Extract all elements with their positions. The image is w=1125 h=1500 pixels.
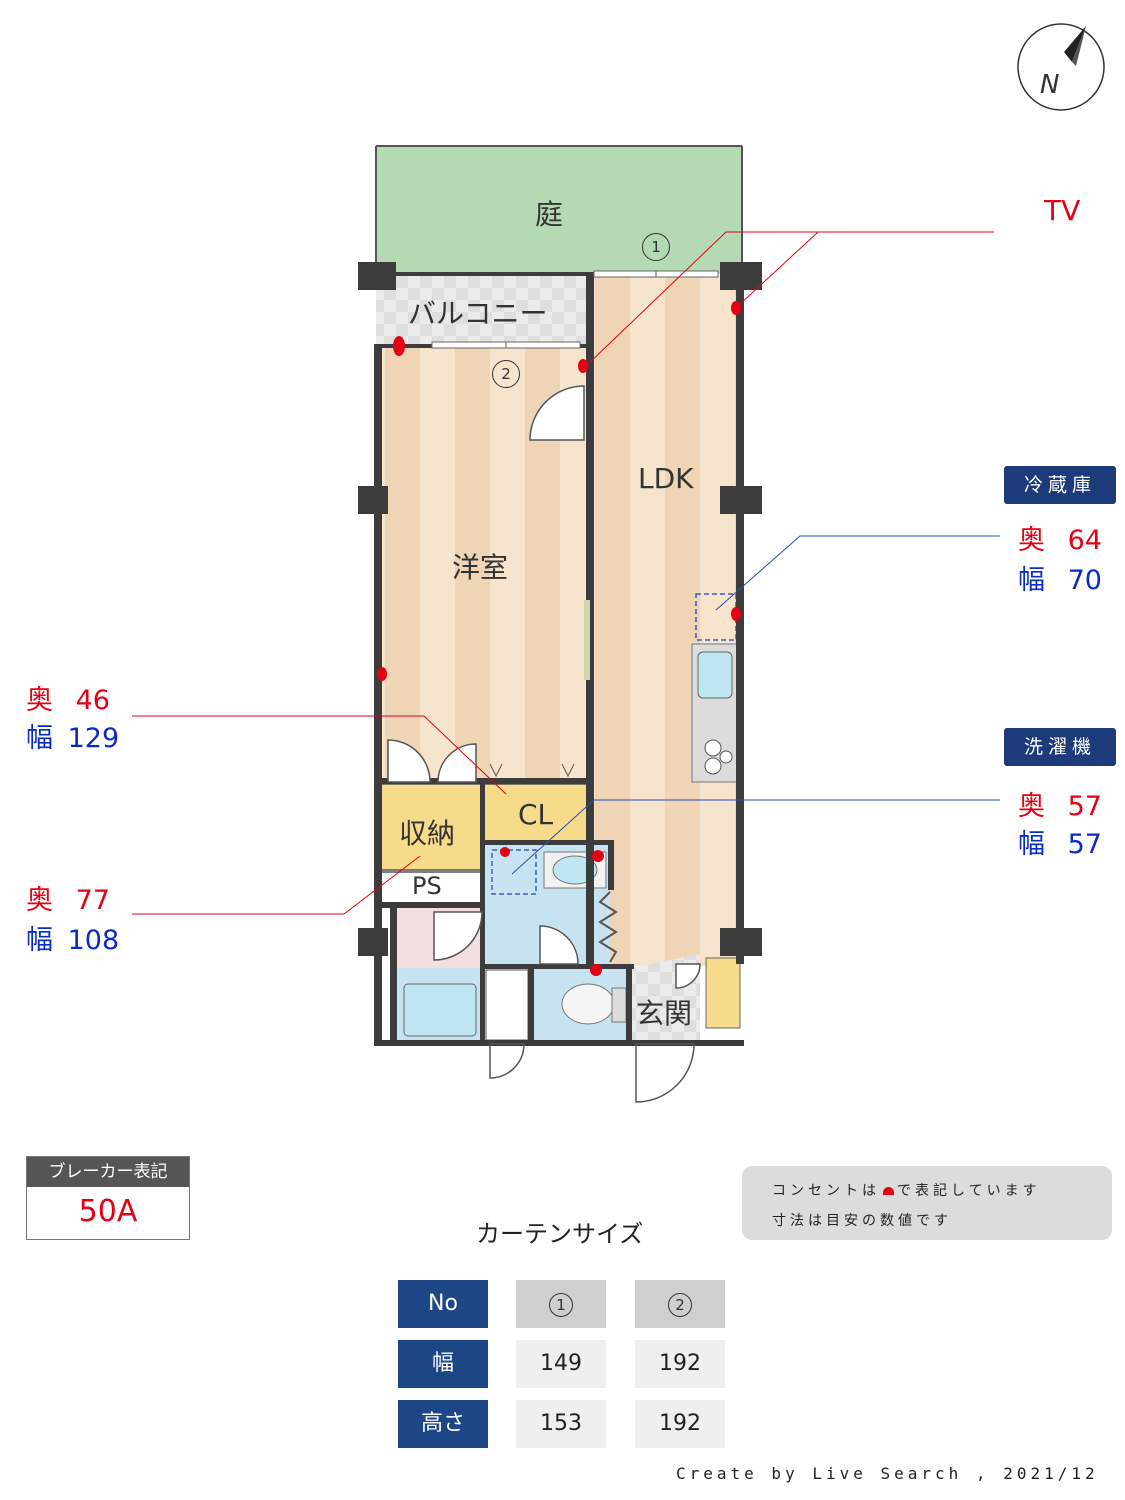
washer-depth: 奥 57: [1018, 784, 1102, 823]
balcony-label: バルコニー: [408, 297, 548, 330]
notes-line2: 寸法は目安の数値です: [772, 1213, 952, 1229]
fridge-depth-label: 奥: [1018, 525, 1045, 556]
washer-width-label: 幅: [1018, 829, 1045, 860]
garden-area: [376, 146, 742, 274]
fridge-width-value: 70: [1067, 565, 1102, 596]
closet-width-value: 129: [67, 723, 120, 754]
compass-north-label: N: [1040, 70, 1060, 100]
tv-label: TV: [1044, 194, 1081, 227]
curtain-col2-width: 192: [635, 1340, 725, 1388]
ps-label: PS: [412, 872, 442, 900]
fridge-width-label: 幅: [1018, 565, 1045, 596]
storage-width-label: 幅: [26, 925, 53, 956]
compass-icon: [1017, 23, 1105, 111]
fridge-depth: 奥 64: [1018, 518, 1102, 557]
curtain-col1-no-value: 1: [549, 1293, 573, 1317]
closet-depth-label: 奥: [26, 685, 53, 716]
curtain-col1-no: 1: [516, 1280, 606, 1328]
compass: N: [1016, 22, 1106, 112]
curtain-header-width: 幅: [398, 1340, 488, 1388]
western-room-label: 洋室: [452, 551, 509, 584]
fridge-badge: 冷蔵庫: [1004, 466, 1116, 504]
fridge-space: [695, 593, 737, 641]
storage-label: 収納: [399, 817, 456, 850]
curtain-col2-no: 2: [635, 1280, 725, 1328]
curtain-title: カーテンサイズ: [476, 1220, 644, 1248]
storage-depth-value: 77: [75, 885, 110, 916]
closet-depth-value: 46: [75, 685, 110, 716]
curtain-col1-width: 149: [516, 1340, 606, 1388]
outlet-legend-icon: [883, 1187, 894, 1195]
notes-box: コンセントは で表記しています 寸法は目安の数値です: [742, 1166, 1112, 1240]
ldk-label: LDK: [638, 462, 694, 495]
fridge-width: 幅 70: [1018, 558, 1102, 597]
breaker-box: ブレーカー表記 50A: [26, 1156, 190, 1240]
floor-plan: [132, 145, 1000, 1103]
storage-depth-label: 奥: [26, 885, 53, 916]
notes-line1-before: コンセントは: [772, 1183, 880, 1199]
notes-line1-after: で表記しています: [897, 1183, 1041, 1199]
curtain-col2-height: 192: [635, 1400, 725, 1448]
window-marker-2: 2: [492, 360, 520, 388]
footer-credit: Create by Live Search , 2021/12: [676, 1464, 1099, 1483]
washer-depth-label: 奥: [1018, 791, 1045, 822]
closet-width-label: 幅: [26, 723, 53, 754]
washer-depth-value: 57: [1067, 791, 1102, 822]
fridge-depth-value: 64: [1067, 525, 1102, 556]
entrance-label: 玄関: [636, 997, 693, 1030]
breaker-value: 50A: [78, 1194, 138, 1229]
storage-width: 幅 108: [26, 918, 119, 957]
ldk-floor: [592, 276, 740, 966]
curtain-col1-height: 153: [516, 1400, 606, 1448]
curtain-header-no: No: [398, 1280, 488, 1328]
garden-label: 庭: [535, 198, 564, 231]
curtain-header-height: 高さ: [398, 1400, 488, 1448]
storage-width-value: 108: [67, 925, 120, 956]
closet-width: 幅 129: [26, 716, 119, 755]
closet-label: CL: [518, 798, 554, 831]
breaker-title: ブレーカー表記: [27, 1157, 189, 1187]
storage-depth: 奥 77: [26, 878, 110, 917]
washer-badge: 洗濯機: [1004, 728, 1116, 766]
balcony-area: [376, 274, 590, 346]
washer-width-value: 57: [1067, 829, 1102, 860]
closet-depth: 奥 46: [26, 678, 110, 717]
window-marker-1: 1: [642, 233, 670, 261]
washer-width: 幅 57: [1018, 822, 1102, 861]
curtain-col2-no-value: 2: [668, 1293, 692, 1317]
outlet-markers: [377, 301, 741, 976]
